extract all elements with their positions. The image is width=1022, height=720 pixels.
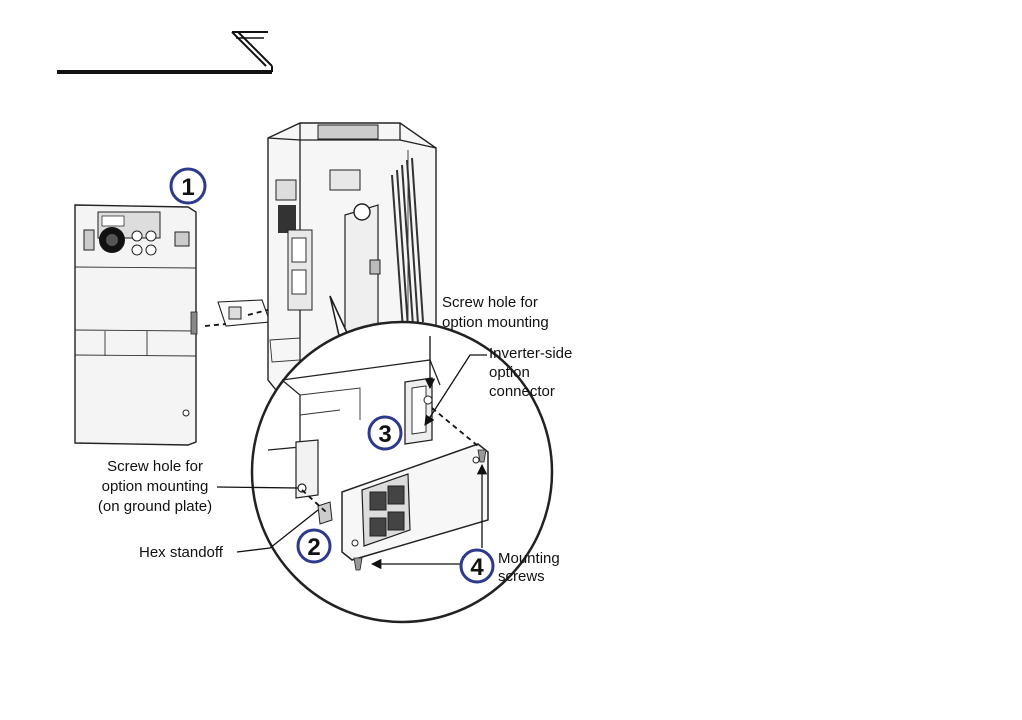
label-screw-hole-top-line1: Screw hole for bbox=[442, 294, 538, 311]
callout-3-number: 3 bbox=[378, 421, 391, 448]
front-cover-illustration bbox=[75, 205, 197, 445]
callout-4: 4 bbox=[461, 550, 493, 582]
label-ground-line3: (on ground plate) bbox=[98, 498, 212, 515]
callout-1: 1 bbox=[171, 169, 205, 203]
callout-4-number: 4 bbox=[470, 554, 484, 581]
section-mark-icon bbox=[57, 32, 272, 72]
label-inverter-connector: Inverter-side option connector bbox=[489, 345, 572, 400]
label-mounting-screws: Mounting screws bbox=[498, 550, 560, 585]
label-connector-line3: connector bbox=[489, 383, 555, 400]
callout-1-number: 1 bbox=[181, 174, 194, 201]
label-screw-hole-ground: Screw hole for option mounting (on groun… bbox=[98, 458, 212, 515]
callout-3: 3 bbox=[369, 417, 401, 449]
label-ground-line2: option mounting bbox=[102, 478, 209, 495]
label-connector-line2: option bbox=[489, 364, 530, 381]
label-screw-hole-top: Screw hole for option mounting bbox=[442, 294, 549, 331]
callout-2-number: 2 bbox=[307, 534, 320, 561]
label-mounting-screws-line1: Mounting bbox=[498, 550, 560, 567]
label-connector-line1: Inverter-side bbox=[489, 345, 572, 362]
label-mounting-screws-line2: screws bbox=[498, 568, 545, 585]
label-hex-standoff: Hex standoff bbox=[139, 544, 224, 561]
label-ground-line1: Screw hole for bbox=[107, 458, 203, 475]
label-screw-hole-top-line2: option mounting bbox=[442, 314, 549, 331]
callout-2: 2 bbox=[298, 530, 330, 562]
